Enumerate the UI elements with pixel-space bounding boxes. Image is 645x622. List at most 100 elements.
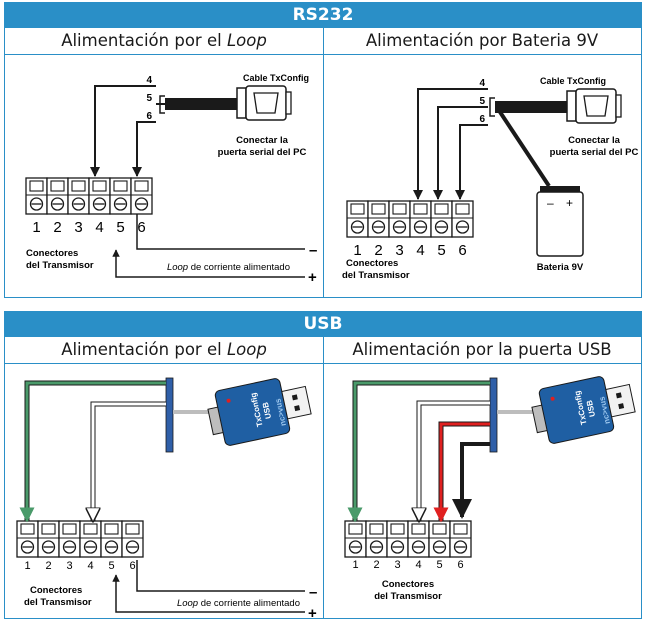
terminal-number: 6 — [458, 242, 466, 259]
usb-right-heading-text: Alimentación por la puerta USB — [352, 340, 612, 359]
terminal-number: 3 — [66, 560, 72, 572]
terminal-3 — [388, 200, 411, 238]
pin-label-4: 4 — [479, 78, 485, 89]
terminal-number: 1 — [32, 219, 40, 236]
terminal-3 — [386, 520, 409, 558]
loop-current-label-loop: Loop — [167, 262, 188, 273]
pin-label-5: 5 — [146, 93, 152, 104]
terminal-1 — [346, 200, 369, 238]
connectors-label-line1: Conectores — [382, 579, 434, 590]
terminal-2 — [365, 520, 388, 558]
terminal-2 — [37, 520, 60, 558]
device-line2: USB — [261, 401, 273, 420]
usb-left-heading: Alimentación por el Loop — [5, 336, 323, 364]
usb-device-icon: TxConfig USB nc>vus — [207, 378, 312, 446]
terminal-4 — [407, 520, 430, 558]
wire-green — [347, 381, 490, 523]
loop-current-label: Loop de corriente alimentado — [177, 598, 300, 609]
loop-wire-positive — [112, 574, 305, 613]
wire-pin6 — [132, 121, 156, 177]
terminal-number: 4 — [87, 560, 93, 572]
loop-wire-positive — [112, 249, 305, 278]
loop-wire-negative — [136, 560, 305, 592]
terminal-1 — [25, 177, 48, 215]
loop-current-label: Loop de corriente alimentado — [167, 262, 290, 273]
wire-white — [93, 402, 166, 521]
connect-label-line2: puerta serial del PC — [218, 147, 307, 158]
terminal-2 — [46, 177, 69, 215]
device-line2: USB — [585, 399, 597, 418]
usb-title: USB — [5, 312, 641, 336]
rs232-left-heading: Alimentación por el Loop — [5, 27, 323, 55]
terminal-number: 3 — [74, 219, 82, 236]
terminal-1 — [16, 520, 39, 558]
connect-label-line1: Conectar la — [236, 135, 288, 146]
db9-connector-icon — [236, 85, 292, 121]
terminal-number: 1 — [352, 559, 358, 571]
terminal-5 — [100, 520, 123, 558]
rs232-right-heading-text: Alimentación por Bateria 9V — [365, 31, 599, 50]
terminal-number: 6 — [129, 560, 135, 572]
rs232-divider — [323, 27, 324, 297]
terminal-number: 1 — [353, 242, 361, 259]
rs232-left-heading-loop: Loop — [226, 31, 267, 50]
terminal-3 — [67, 177, 90, 215]
db9-connector-icon — [566, 88, 622, 124]
terminal-number: 5 — [437, 242, 445, 259]
connectors-label-line2: del Transmisor — [26, 260, 94, 271]
serial-cable — [165, 98, 237, 110]
terminal-5 — [428, 520, 451, 558]
terminal-number: 2 — [373, 559, 379, 571]
loop-minus-sign: – — [309, 584, 317, 601]
usb-device-icon: TxConfig USB nc>vus — [531, 376, 636, 444]
battery-9v-icon — [536, 186, 584, 257]
usb-right-heading: Alimentación por la puerta USB — [323, 336, 641, 364]
terminal-number: 2 — [374, 242, 382, 259]
terminal-number: 4 — [95, 219, 103, 236]
rs232-left-heading-pre: Alimentación por el — [61, 31, 227, 50]
pin-label-6: 6 — [146, 111, 152, 122]
terminal-6 — [451, 200, 474, 238]
connectors-label-line2: del Transmisor — [24, 597, 92, 608]
terminal-number: 4 — [416, 242, 424, 259]
terminal-number: 3 — [395, 242, 403, 259]
loop-current-label-rest: de corriente alimentado — [198, 598, 300, 609]
cable-label: Cable TxConfig — [243, 73, 309, 83]
loop-wire-negative — [136, 214, 305, 250]
terminal-number: 5 — [436, 559, 442, 571]
connect-label-line1: Conectar la — [568, 135, 620, 146]
terminal-3 — [58, 520, 81, 558]
loop-plus-sign: + — [308, 605, 317, 622]
cable-label: Cable TxConfig — [540, 76, 606, 86]
wire-black — [452, 442, 490, 519]
pin-label-6: 6 — [479, 114, 485, 125]
wire-white — [419, 401, 490, 521]
usb-left-heading-loop: Loop — [226, 340, 267, 359]
terminal-5 — [109, 177, 132, 215]
wire-pin4 — [413, 88, 488, 200]
terminal-number: 1 — [24, 560, 30, 572]
connect-label-line2: puerta serial del PC — [550, 147, 639, 158]
wire-pin5 — [433, 106, 488, 200]
loop-current-label-loop: Loop — [177, 598, 198, 609]
pin-label-4: 4 — [146, 75, 152, 86]
terminal-number: 2 — [45, 560, 51, 572]
usb-connector-bar — [165, 377, 174, 453]
loop-minus-sign: – — [309, 242, 317, 259]
connectors-label-line2: del Transmisor — [342, 270, 410, 281]
battery-minus-terminal: – — [547, 196, 554, 210]
loop-current-label-rest: de corriente alimentado — [188, 262, 290, 273]
usb-divider — [323, 336, 324, 618]
rs232-title: RS232 — [5, 3, 641, 27]
wire-pin6 — [455, 124, 488, 200]
terminal-6 — [130, 177, 153, 215]
terminal-4 — [79, 520, 102, 558]
terminal-number: 5 — [116, 219, 124, 236]
terminal-1 — [344, 520, 367, 558]
